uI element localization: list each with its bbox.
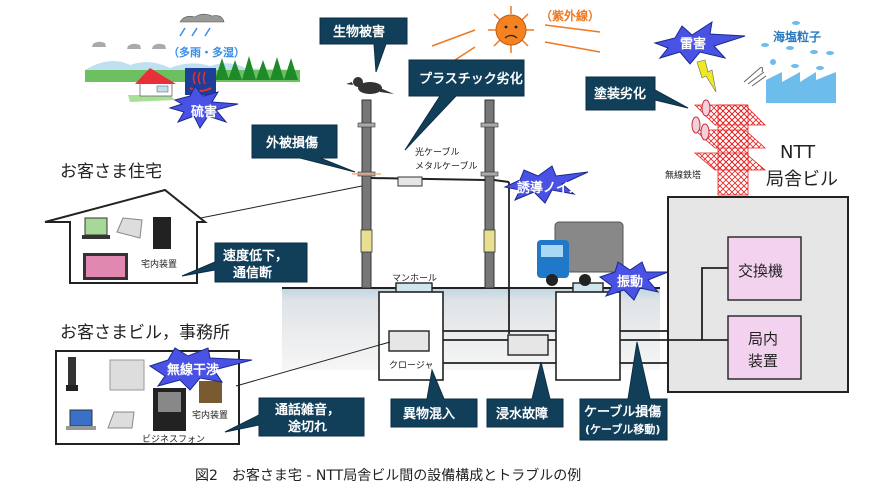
office-onu-icon bbox=[199, 381, 222, 403]
callout-cable-damage-label-2: (ケーブル移動) bbox=[585, 422, 660, 436]
callout-paint-degradation: 塗装劣化 bbox=[585, 76, 689, 111]
home-onu-label: 宅内装置 bbox=[141, 258, 177, 270]
switch-label: 交換機 bbox=[738, 262, 783, 280]
lightning-damage-burst: 雷害 bbox=[653, 20, 746, 65]
office-label: お客さまビル，事務所 bbox=[60, 323, 230, 343]
induced-noise-label: 誘導ノイズ bbox=[517, 180, 582, 196]
notebook-icon bbox=[66, 409, 96, 430]
induced-noise-burst: 誘導ノイズ bbox=[503, 165, 589, 204]
manhole-label: マンホール bbox=[392, 273, 437, 284]
manhole-right bbox=[555, 282, 621, 381]
business-phone-label: ビジネスフォン bbox=[142, 434, 205, 445]
callout-bio-damage: 生物被害 bbox=[319, 17, 408, 73]
cable-label-metal: メタルケーブル bbox=[415, 160, 477, 172]
callout-call-noise: 通話雑音， 途切れ bbox=[224, 397, 365, 437]
callout-flood-failure: 浸水故障 bbox=[486, 361, 564, 428]
utility-pole-right bbox=[480, 99, 499, 289]
callout-speed-label-1: 速度低下， bbox=[223, 248, 288, 264]
ntt-building bbox=[667, 196, 849, 393]
sulfur-damage-label: 硫害 bbox=[191, 104, 217, 120]
landscape-illustration: （多雨・多湿） bbox=[85, 13, 300, 102]
callout-paint-label: 塗装劣化 bbox=[594, 86, 646, 102]
wind-icon bbox=[743, 67, 767, 87]
ntt-label: NTT bbox=[780, 142, 816, 163]
closure-box-left bbox=[388, 330, 430, 352]
wireless-interference-burst: 無線干渉 bbox=[148, 347, 253, 391]
uv-label: （紫外線） bbox=[540, 8, 600, 23]
crow-icon bbox=[346, 77, 394, 94]
cable-label-optical: 光ケーブル bbox=[415, 146, 459, 158]
callout-sheath-damage: 外被損傷 bbox=[251, 124, 356, 173]
salt-particles-label: 海塩粒子 bbox=[773, 29, 821, 44]
radio-tower bbox=[691, 99, 767, 196]
rain-label: （多雨・多湿） bbox=[168, 45, 245, 59]
callout-cable-damage-label-1: ケーブル損傷 bbox=[584, 404, 661, 420]
truck-icon bbox=[537, 221, 624, 286]
forest-icon bbox=[215, 56, 298, 80]
vibration-burst: 振動 bbox=[598, 261, 669, 301]
wireless-ap-icon bbox=[109, 359, 145, 391]
office-equipment-label-1: 局内 bbox=[748, 330, 778, 348]
office-equipment-label-2: 装置 bbox=[748, 352, 778, 370]
callout-flood-label: 浸水故障 bbox=[496, 406, 548, 422]
callout-foreign-label: 異物混入 bbox=[403, 406, 455, 422]
sun-icon bbox=[431, 6, 601, 61]
callout-foreign-matter: 異物混入 bbox=[390, 368, 478, 428]
tv-icon bbox=[83, 253, 128, 280]
factory-icon bbox=[761, 21, 836, 103]
closure-box-center bbox=[507, 334, 549, 356]
radio-tower-label: 無線鉄塔 bbox=[665, 169, 701, 181]
home-onu-icon bbox=[153, 217, 171, 249]
callout-bio-damage-label: 生物被害 bbox=[333, 24, 385, 40]
callout-sheath-label: 外被損傷 bbox=[265, 135, 318, 151]
business-phone-icon bbox=[153, 388, 186, 431]
callout-speed-drop: 速度低下， 通信断 bbox=[181, 242, 308, 283]
callout-noise-label-2: 途切れ bbox=[288, 419, 327, 435]
office-drop-cable bbox=[235, 341, 391, 387]
office-telephone-icon bbox=[107, 411, 135, 429]
house-icon bbox=[128, 68, 176, 102]
vibration-label: 振動 bbox=[617, 274, 643, 290]
lightning-damage-label: 雷害 bbox=[680, 36, 706, 52]
ntt-building-label: 局舎ビル bbox=[766, 169, 838, 190]
wireless-interference-label: 無線干渉 bbox=[167, 362, 219, 378]
callout-plastic-degradation: プラスチック劣化 bbox=[404, 59, 525, 151]
telephone-icon bbox=[116, 217, 143, 239]
closure-label: クロージャ bbox=[389, 360, 433, 371]
lightning-icon bbox=[696, 59, 717, 93]
rain-cloud-icon bbox=[92, 13, 225, 49]
utility-pole-left bbox=[352, 99, 381, 289]
callout-plastic-label: プラスチック劣化 bbox=[419, 71, 523, 87]
hot-spring-icon bbox=[185, 68, 216, 95]
callout-noise-label-1: 通話雑音， bbox=[275, 402, 340, 418]
aerial-closure bbox=[397, 176, 423, 187]
callout-cable-damage: ケーブル損傷 (ケーブル移動) bbox=[579, 341, 668, 441]
office-onu-label: 宅内装置 bbox=[192, 409, 228, 421]
cordless-phone-icon bbox=[66, 357, 78, 391]
sulfur-damage-burst: 硫害 bbox=[168, 85, 239, 129]
home-label: お客さま住宅 bbox=[60, 162, 162, 182]
figure-caption: 図2 お客さま宅 - NTT局舎ビル間の設備構成とトラブルの例 bbox=[195, 467, 581, 484]
laptop-icon bbox=[82, 217, 110, 239]
callout-speed-label-2: 通信断 bbox=[233, 265, 272, 281]
